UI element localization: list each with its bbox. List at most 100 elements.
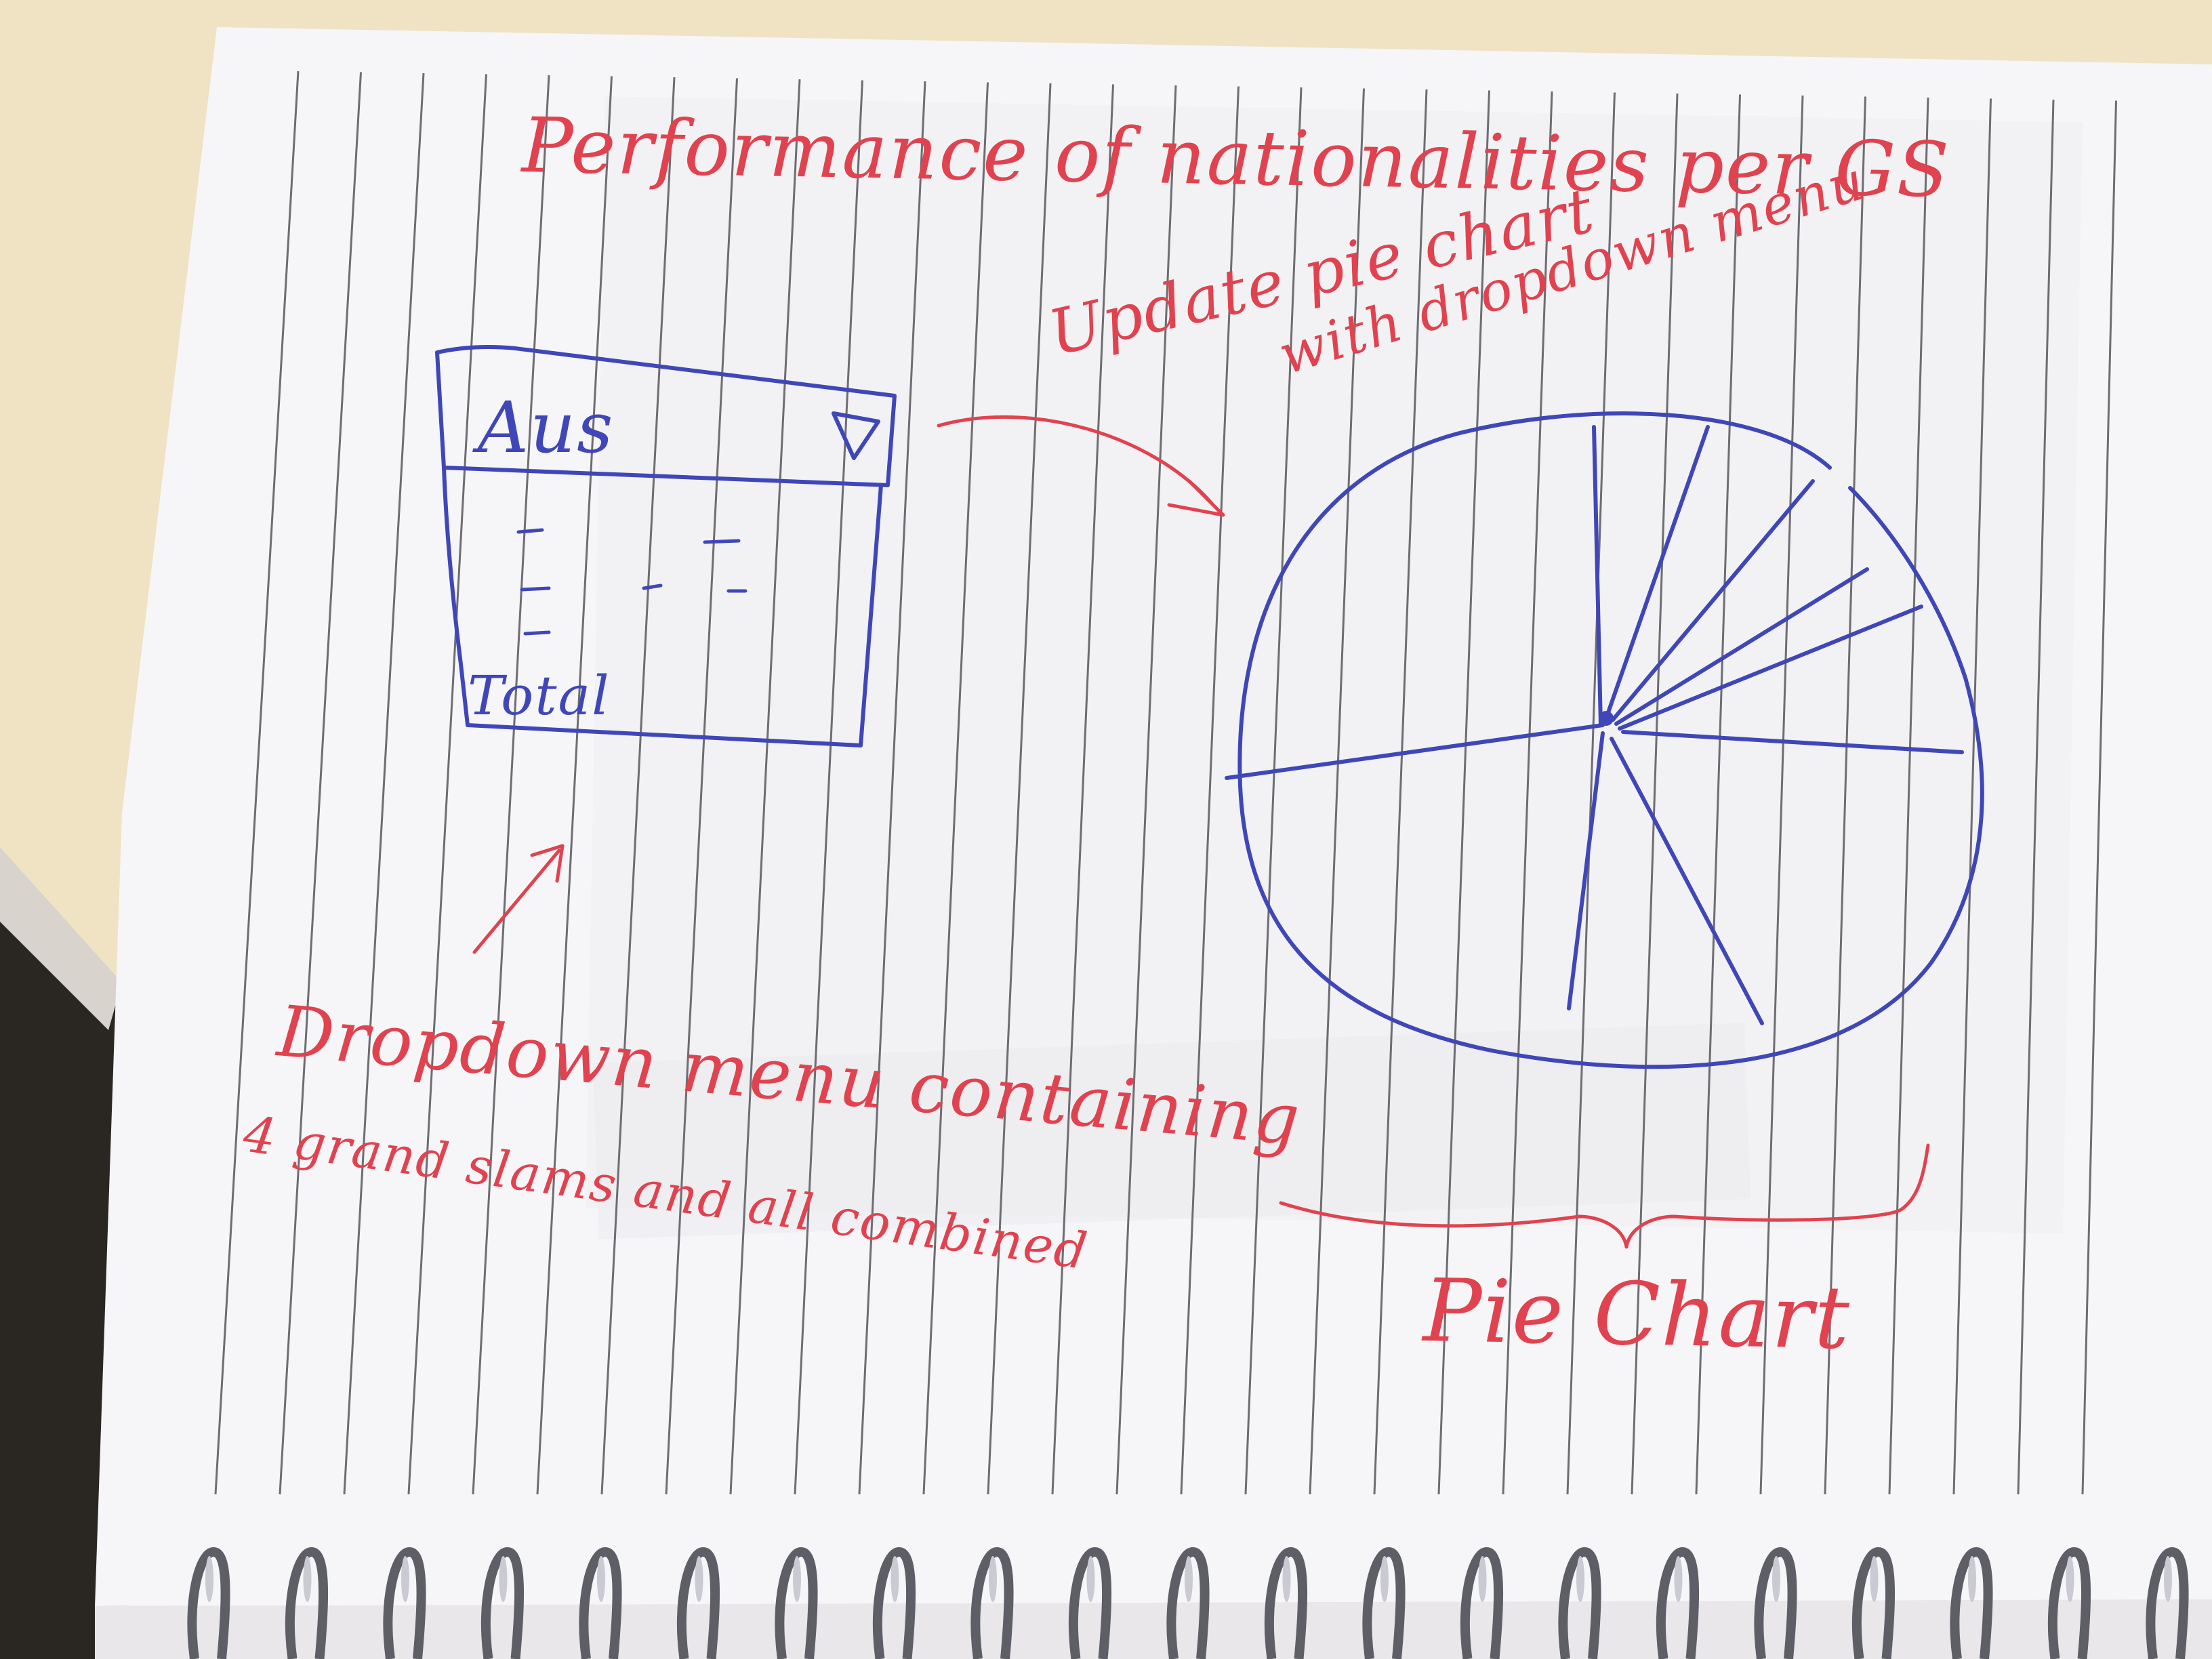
dropdown-selector-box [435, 345, 897, 487]
pie-chart-label: Pie Chart [1422, 1261, 1852, 1369]
pie-slice-line [1611, 479, 1815, 722]
spiral-ring [1950, 1547, 1993, 1659]
spiral-ring-highlight [1772, 1556, 1780, 1602]
spiral-ring-highlight [303, 1556, 312, 1602]
spiral-ring-highlight [1380, 1556, 1389, 1602]
spiral-ring-highlight [1086, 1556, 1095, 1602]
ruled-line [1759, 95, 1804, 1495]
pie-outline [1237, 411, 1984, 1069]
pie-slice-line [1604, 425, 1710, 720]
dropdown-list-box [442, 466, 883, 747]
arrow-to-dropdown [472, 848, 561, 954]
ruled-line [1888, 97, 1929, 1495]
spiral-ring-highlight [597, 1556, 605, 1602]
spiral-ring-highlight [2066, 1556, 2074, 1602]
spiral-binding [187, 1547, 2189, 1659]
ruled-line [1631, 93, 1679, 1495]
dropdown-selected-value[interactable]: Aus [478, 386, 615, 469]
ruled-line [1952, 98, 1992, 1495]
spiral-ring-highlight [1968, 1556, 1976, 1602]
arrow-head-icon [530, 844, 565, 883]
pie-slice-line [1610, 737, 1764, 1025]
ruled-line [1115, 85, 1177, 1495]
spiral-ring-highlight [1674, 1556, 1683, 1602]
spiral-ring [1166, 1547, 1210, 1659]
spiral-ring [676, 1547, 720, 1659]
pie-slice-line [1225, 723, 1605, 780]
ruled-line [407, 74, 487, 1495]
spiral-ring-highlight [1478, 1556, 1487, 1602]
spiral-ring-highlight [890, 1556, 899, 1602]
spiral-ring [1851, 1547, 1896, 1659]
ruled-line [343, 73, 425, 1495]
ruled-line [1051, 84, 1114, 1495]
ruled-line [987, 83, 1052, 1495]
ruled-line [1373, 89, 1428, 1495]
spiral-ring-highlight [205, 1556, 213, 1602]
spiral-ring [1460, 1547, 1504, 1659]
spiral-ring [872, 1547, 916, 1659]
ruled-line [1566, 92, 1616, 1495]
arrow-head-icon [1167, 479, 1225, 517]
spiral-ring-highlight [695, 1556, 703, 1602]
dark-object-left [0, 881, 129, 1659]
ruled-line [536, 76, 613, 1495]
ruled-line [1502, 91, 1553, 1495]
spiral-ring [383, 1547, 426, 1659]
pie-slice-line [1614, 567, 1869, 726]
pie-brace [1279, 1143, 1930, 1249]
ruled-line [2017, 99, 2055, 1495]
ruled-line [1824, 96, 1866, 1495]
ruled-line [1180, 86, 1240, 1495]
ruled-line [1437, 90, 1490, 1495]
spiral-ring-highlight [499, 1556, 508, 1602]
spiral-ring [1068, 1547, 1112, 1659]
pie-slice-line [1592, 425, 1603, 727]
spiral-ring-highlight [793, 1556, 801, 1602]
spiral-ring [480, 1547, 525, 1659]
ruled-line [794, 80, 863, 1495]
spiral-ring [2146, 1547, 2189, 1659]
spiral-ring [1754, 1547, 1797, 1659]
spiral-ring [970, 1547, 1014, 1659]
spiral-ring [1362, 1547, 1406, 1659]
dropdown-arrow-icon [832, 411, 880, 460]
spiral-ring-highlight [1282, 1556, 1291, 1602]
spiral-ring [285, 1547, 329, 1659]
pie-chart-sketch [1225, 411, 1984, 1069]
ruled-line [279, 72, 362, 1495]
spiral-ring-highlight [1870, 1556, 1879, 1602]
spiral-ring [579, 1547, 622, 1659]
ruled-line [665, 78, 738, 1495]
dropdown-option-marks [516, 528, 747, 636]
ruled-line [1244, 87, 1303, 1495]
spiral-ring [1558, 1547, 1601, 1659]
ruled-line [472, 75, 550, 1495]
ruled-line [214, 70, 300, 1495]
ruled-line [600, 77, 676, 1495]
spiral-ring [1264, 1547, 1308, 1659]
spiral-ring-highlight [989, 1556, 997, 1602]
ruled-line [1695, 94, 1741, 1495]
spiral-ring-highlight [1185, 1556, 1193, 1602]
spiral-ring-highlight [2164, 1556, 2172, 1602]
spiral-ring [2047, 1547, 2091, 1659]
spiral-ring [775, 1547, 818, 1659]
ruled-line [729, 79, 801, 1495]
dropdown-sketch [435, 345, 897, 747]
red-annotations [472, 415, 1930, 1249]
spiral-ring [187, 1547, 230, 1659]
pie-slice-line [1618, 605, 1923, 731]
spiral-ring-highlight [1576, 1556, 1584, 1602]
pie-slice-line [1621, 730, 1964, 754]
dropdown-option-total[interactable]: Total [468, 664, 611, 727]
spiral-ring-highlight [401, 1556, 409, 1602]
pie-slice-line [1567, 731, 1605, 1010]
ruled-line [1309, 88, 1365, 1495]
ruled-line [922, 82, 989, 1495]
ruled-lines [214, 70, 2117, 1495]
spiral-ring [1656, 1547, 1700, 1659]
arrow-to-pie [937, 415, 1215, 507]
ruled-line [2081, 100, 2117, 1495]
